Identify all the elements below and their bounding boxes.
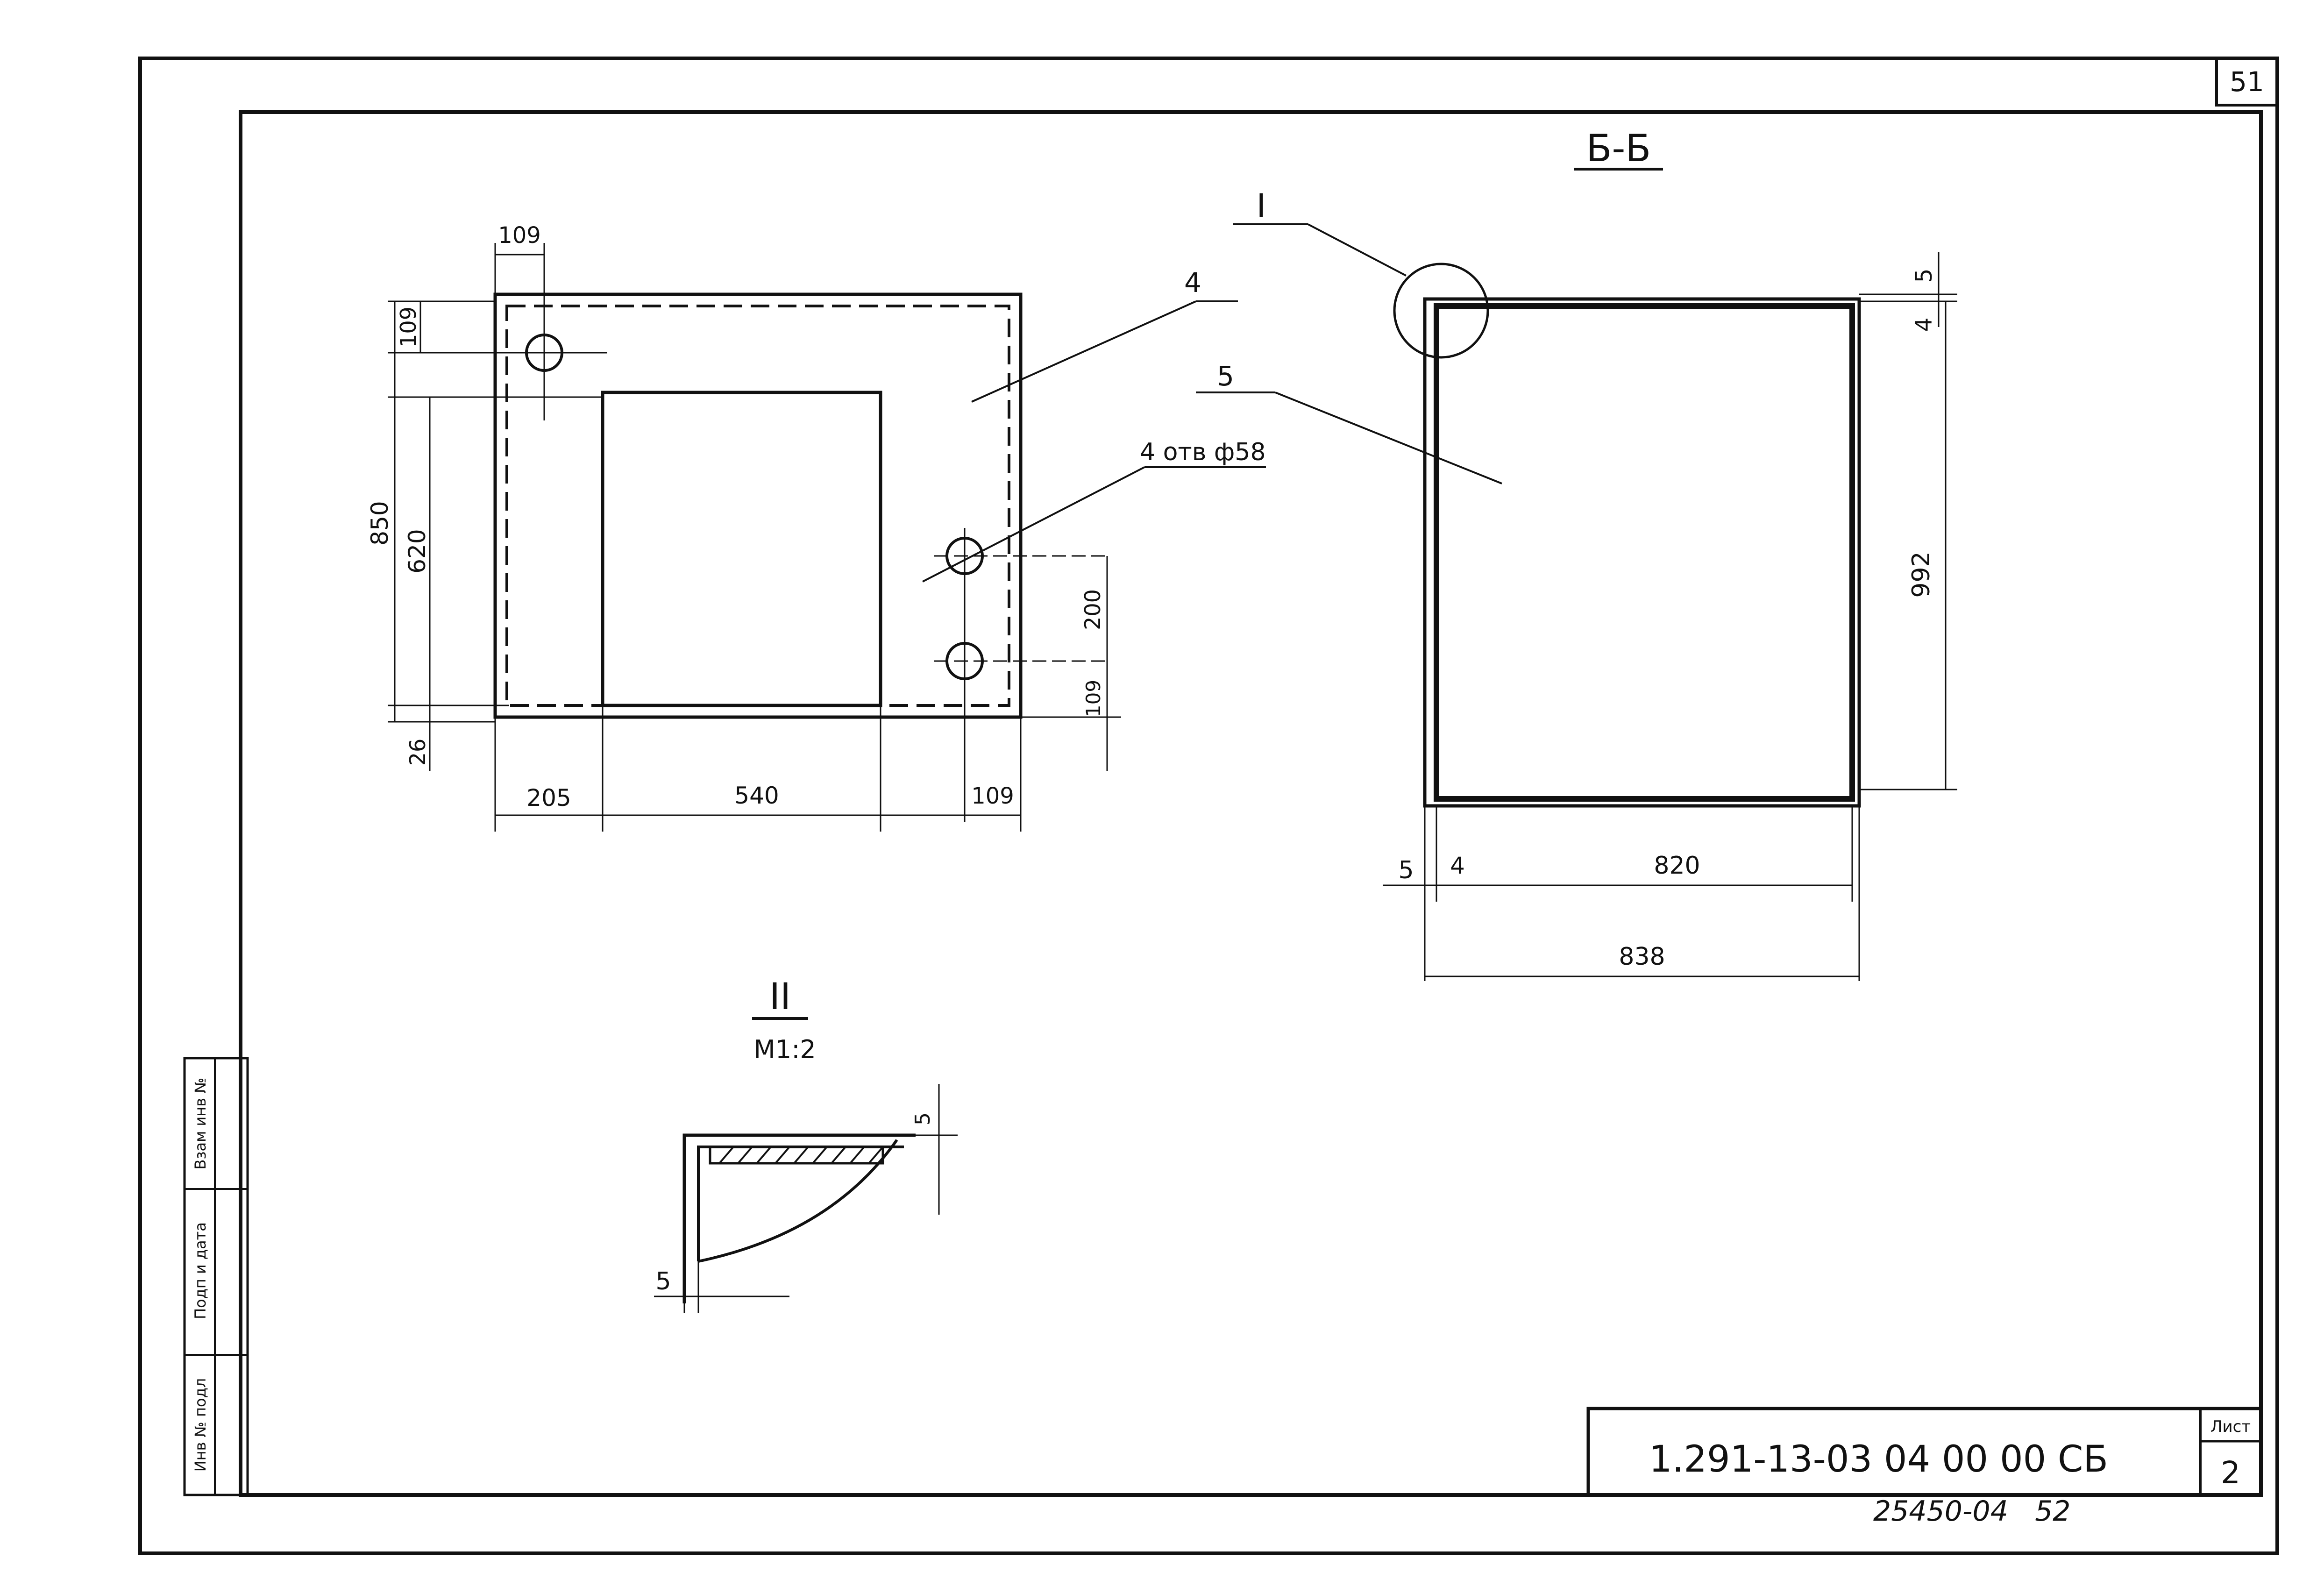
plate-inner-dashed	[505, 305, 1010, 707]
archive-number: 25450-04 52	[1873, 1495, 2070, 1528]
corner-number: 51	[2230, 66, 2264, 98]
leader-holes	[922, 466, 1145, 583]
side-stamp: Взам инв № Подп и дата Инв № подл	[183, 1057, 249, 1496]
dim-109-bottom: 109	[971, 783, 1014, 809]
title-block-frame	[1586, 1407, 2263, 1497]
detail-hatch	[709, 1146, 884, 1165]
corner-number-box	[2215, 57, 2279, 107]
callout-leader	[1308, 223, 1407, 277]
side-stamp-cell-2: Подп и дата	[192, 1222, 209, 1319]
detail-break-curve	[698, 1139, 898, 1263]
title-block: 1.291-13-03 04 00 00 СБ Лист 2	[1586, 1407, 2263, 1497]
dim-5-left: 5	[1398, 856, 1414, 884]
section-title: Б-Б	[1586, 127, 1651, 170]
detail-outer-profile	[682, 1133, 916, 1303]
plate-outline	[493, 292, 1023, 719]
title-block-sheet-number: 2	[2221, 1455, 2240, 1491]
dim-205: 205	[526, 784, 571, 811]
callout-label: I	[1257, 187, 1266, 225]
detail-dim-5-bottom: 5	[655, 1267, 671, 1295]
dim-4-top: 4	[1911, 318, 1937, 332]
dim-838: 838	[1619, 943, 1665, 971]
side-stamp-cell-1: Взам инв №	[192, 1078, 209, 1170]
dim-26: 26	[405, 739, 430, 766]
side-stamp-frame	[183, 1057, 249, 1496]
side-stamp-cell-3: Инв № подл	[192, 1378, 209, 1472]
dim-850: 850	[366, 501, 393, 545]
frame-outer	[1423, 297, 1861, 808]
dim-5-top: 5	[1911, 269, 1937, 283]
detail-hatch-lines	[718, 1146, 884, 1164]
frame-inner	[1434, 303, 1855, 802]
dim-200: 200	[1080, 589, 1105, 630]
section-view: I 5 5 4 992 5 4 820 838	[1196, 187, 1957, 981]
dim-820: 820	[1654, 852, 1700, 880]
front-view: 4 4 отв ф58 109 109 850 620 26 205 540 1…	[366, 222, 1266, 832]
dim-620: 620	[404, 529, 431, 573]
dim-109-top: 109	[498, 222, 541, 249]
label-holes: 4 отв ф58	[1140, 438, 1266, 466]
detail-view: II М1:2 5 5	[654, 976, 958, 1313]
dim-4-left: 4	[1450, 852, 1465, 879]
leader-part-4	[971, 300, 1196, 403]
title-block-sheet-label: Лист	[2210, 1417, 2251, 1436]
plate-cutout	[601, 391, 882, 707]
inner-frame	[239, 110, 2263, 1497]
detail-scale: М1:2	[753, 1035, 816, 1064]
title-block-code: 1.291-13-03 04 00 00 СБ	[1649, 1438, 2108, 1480]
dim-540: 540	[734, 782, 779, 809]
dim-992: 992	[1907, 551, 1935, 598]
leader-part-5	[1275, 391, 1502, 484]
outer-frame	[138, 57, 2279, 1555]
detail-title: II	[769, 976, 791, 1018]
label-part-4: 4	[1184, 267, 1201, 299]
dim-109-side: 109	[396, 306, 421, 348]
detail-dim-5-top: 5	[911, 1112, 935, 1125]
dim-109-right: 109	[1082, 680, 1105, 717]
label-part-5: 5	[1217, 360, 1234, 392]
detail-callout-circle	[1393, 263, 1489, 359]
